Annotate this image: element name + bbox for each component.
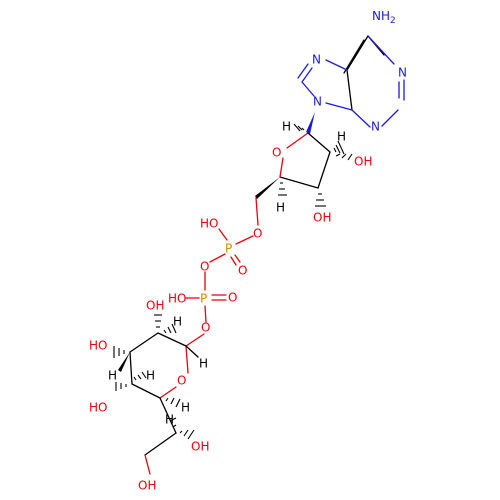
bond-p2-ester [204, 305, 207, 323]
bond-p1-o-double-2 [230, 256, 237, 266]
bond-o-sc1 [185, 345, 189, 374]
label-ribose-o4: O [272, 146, 281, 160]
bond-sc2-sc3 [129, 332, 159, 353]
bond-c1-o4 [286, 132, 309, 149]
label-ester-o: O [201, 321, 210, 335]
bond-n7-c8 [301, 67, 313, 83]
label-ribose-oh3: OH [313, 211, 331, 225]
label-n3: N [371, 120, 380, 134]
label-p1: P [225, 242, 232, 256]
bond-sc4-sc5 [131, 383, 161, 399]
bond-sc5-o [159, 386, 177, 399]
bond-c7-oh [144, 454, 151, 475]
label-sugar-h5: H [181, 401, 190, 415]
bond-c5-o5 [255, 197, 259, 226]
label-ribose-oh2: OH [354, 155, 372, 169]
bond-p1-o-double [234, 254, 241, 263]
phosphate-bonds [184, 228, 254, 347]
wedge-n9-c1 [306, 112, 315, 134]
label-n9: N [313, 95, 322, 109]
bond-c2-c3 [317, 151, 331, 189]
label-terminal-oh: OH [138, 479, 156, 493]
bond-ester-c1 [185, 333, 205, 347]
bond-c6-c5 [346, 35, 369, 71]
wedge-sc3-h [118, 352, 130, 372]
sugar-hashes [113, 314, 195, 440]
bond-n7-c8-double [297, 63, 309, 79]
label-n1: N [398, 66, 407, 80]
label-ribose-h4: H [276, 201, 285, 215]
bond-sc1-sc2 [157, 332, 187, 347]
bond-c5-n7 [325, 59, 348, 71]
ribose-bonds [255, 112, 331, 226]
label-sugar-oh4: HO [89, 401, 107, 415]
bond-o5-p1 [235, 235, 254, 245]
label-sugar-h2: H [173, 315, 182, 329]
bond-c3-c4 [279, 176, 319, 189]
bond-p1-bridge [209, 253, 226, 263]
adenine-bonds [297, 35, 405, 128]
bond-c1-c2 [307, 132, 331, 153]
bond-c5-c4 [346, 69, 353, 111]
bond-sc1-h [185, 345, 199, 358]
label-side-h6: H [165, 413, 174, 427]
ribose-hashes [278, 123, 353, 207]
label-ring-o: O [177, 374, 186, 388]
label-sugar-oh3: HO [89, 339, 107, 353]
bond-c4-n9 [325, 102, 353, 111]
label-ribose-h1: H [282, 120, 291, 134]
bond-c6-c7 [144, 432, 177, 456]
bond-c2-n3 [381, 109, 399, 127]
wedge-c4-c5 [255, 177, 280, 199]
label-p2: P [200, 292, 207, 306]
label-o5: O [253, 227, 262, 241]
label-p2-o-double: O [228, 291, 237, 305]
label-p2-oh: HO [168, 292, 186, 306]
sugar-bonds [129, 332, 199, 475]
label-side-oh6: OH [191, 440, 209, 454]
bond-p1-oh [218, 228, 228, 241]
label-p1-o-double: O [238, 264, 247, 278]
bond-c6-c5-double [343, 39, 365, 74]
bond-c4-n3 [351, 109, 371, 128]
bond-c8-n9 [301, 81, 315, 97]
bond-c6-n1 [367, 35, 395, 65]
label-sugar-h1: H [199, 357, 208, 371]
bond-c4-o4 [279, 157, 284, 178]
label-sugar-h3: H [108, 369, 117, 383]
label-ribose-h2: H [337, 130, 346, 144]
label-n7: N [312, 53, 321, 67]
label-sugar-oh2: OH [146, 299, 164, 313]
bond-sc3-sc4 [129, 351, 133, 385]
label-nh2: NH2 [372, 9, 396, 26]
label-p1-oh: HO [200, 217, 218, 231]
label-bridge-o: O [200, 260, 209, 274]
label-sugar-h4: H [146, 369, 155, 383]
